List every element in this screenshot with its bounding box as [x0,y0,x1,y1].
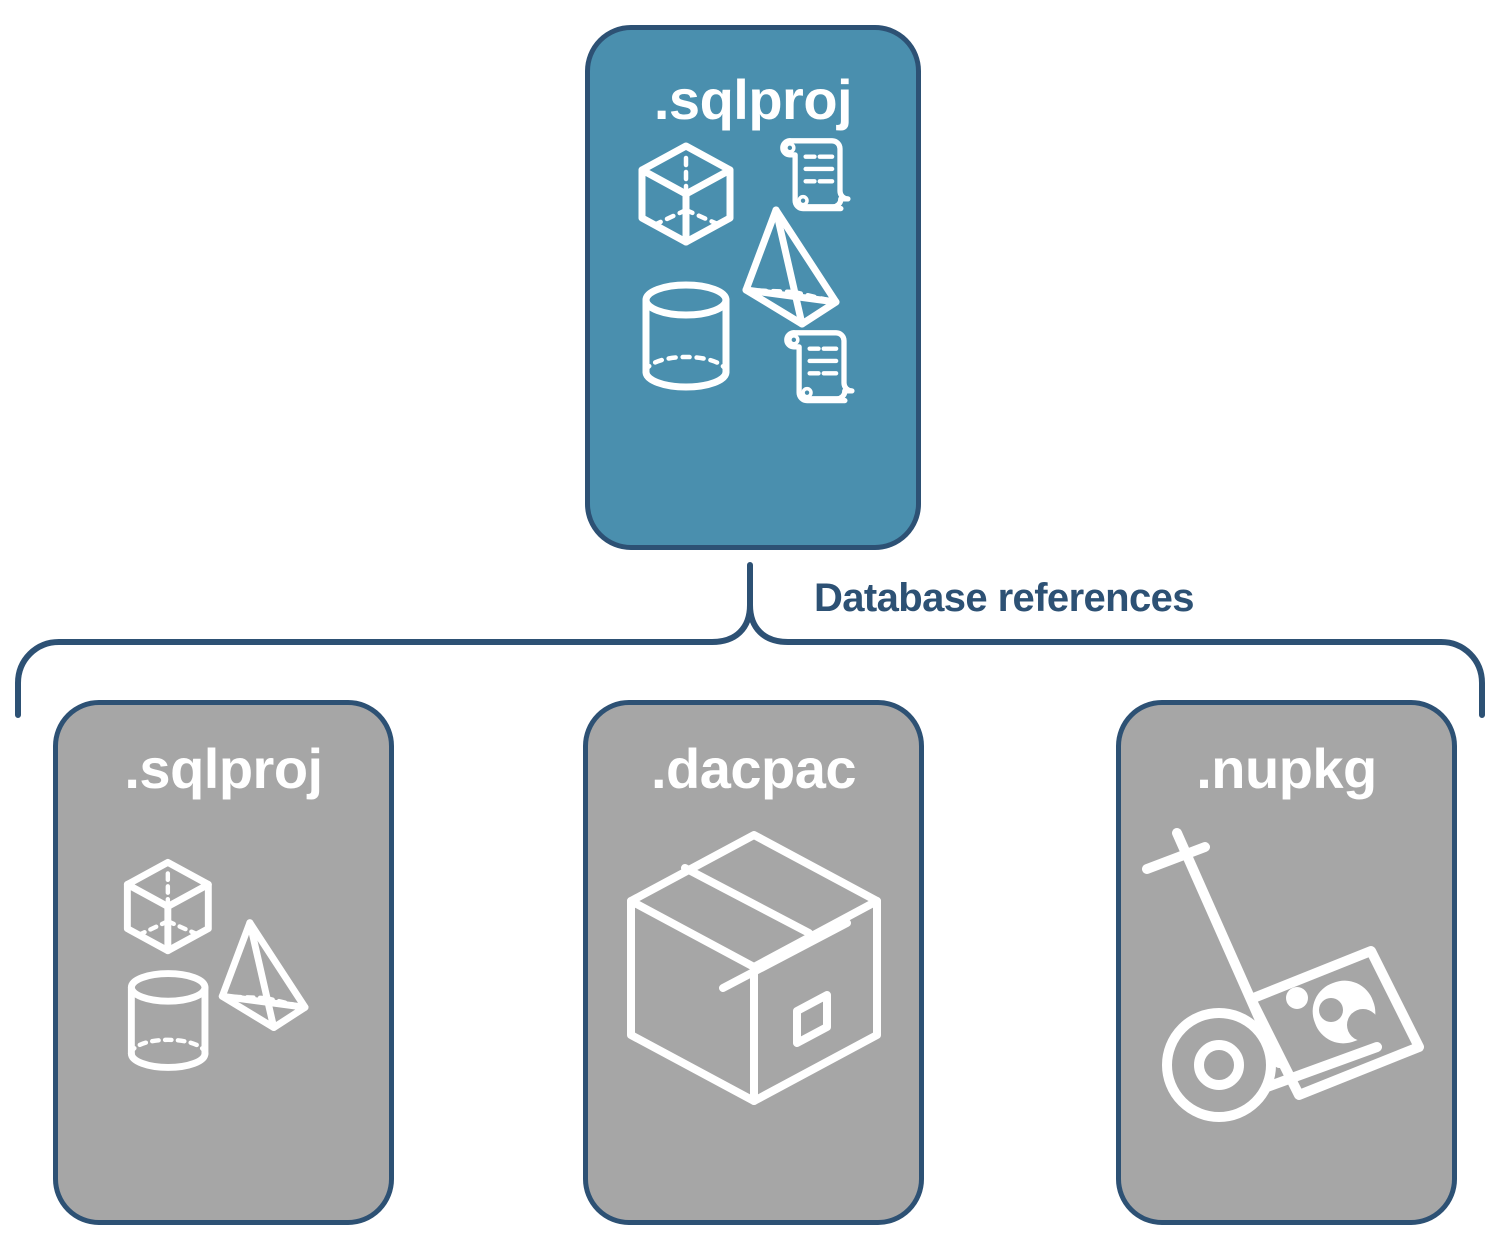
node-card-ref-nupkg[interactable]: .nupkg [1116,700,1457,1225]
node-card-root-sqlproj[interactable]: .sqlproj [585,25,921,550]
node-art-ref-sqlproj [114,851,334,1081]
nuget-package-box [1245,946,1424,1100]
node-card-ref-sqlproj[interactable]: .sqlproj [53,700,394,1225]
script-scroll-icon [784,330,855,404]
wireframe-pyramid-icon [218,919,308,1032]
wireframe-cylinder-icon [127,970,208,1071]
nuget-logo-cutouts [1318,998,1379,1041]
node-card-ref-dacpac[interactable]: .dacpac [583,700,924,1225]
node-title-ref-dacpac: .dacpac [650,737,857,800]
node-title-ref-nupkg: .nupkg [1196,737,1377,800]
connector-label-database-references: Database references [814,576,1195,620]
hand-truck-package-icon [1141,828,1424,1122]
wireframe-cylinder-icon [642,281,730,391]
script-scroll-icon [780,138,851,212]
node-art-ref-nupkg [1141,825,1427,1125]
shipping-box-icon [626,831,881,1105]
node-title-root-sqlproj: .sqlproj [653,68,853,131]
node-art-ref-dacpac [619,823,889,1113]
hand-truck-wheel [1161,1008,1276,1122]
node-art-root-sqlproj [628,128,878,418]
brace-path [15,562,1485,718]
wireframe-cube-icon [638,142,734,246]
node-title-ref-sqlproj: .sqlproj [124,737,323,800]
wireframe-pyramid-icon [742,206,840,328]
database-objects-illustration [123,858,308,1071]
wireframe-cube-icon [123,858,212,955]
database-objects-illustration [638,138,855,404]
